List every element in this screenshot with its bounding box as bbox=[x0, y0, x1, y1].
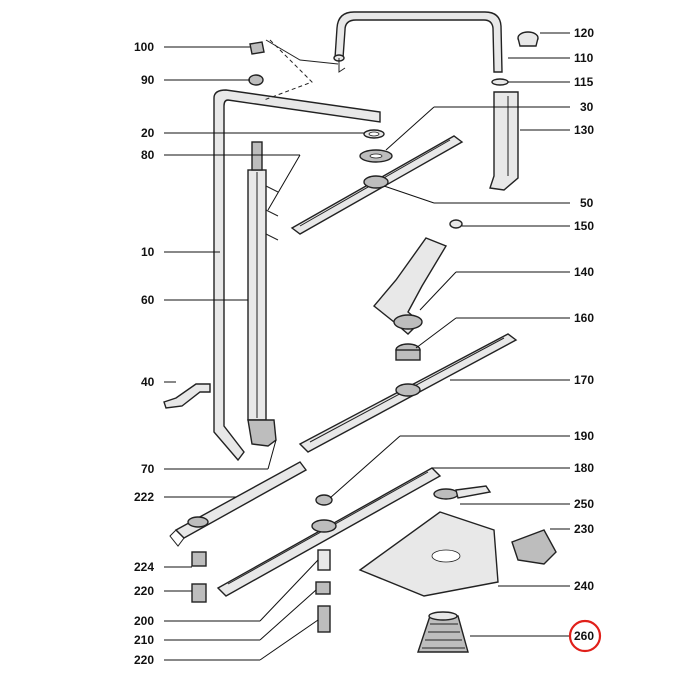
part-250-filter-cup bbox=[433, 485, 492, 500]
part-190-ring bbox=[315, 494, 333, 506]
label-120: 120 bbox=[574, 26, 594, 40]
part-240-filter-plate bbox=[358, 511, 499, 597]
label-80: 80 bbox=[141, 148, 155, 162]
part-200-spindle bbox=[317, 549, 331, 571]
label-240: 240 bbox=[574, 579, 594, 593]
label-70: 70 bbox=[141, 462, 155, 476]
label-220-upper: 220 bbox=[134, 584, 154, 598]
part-224-bushing bbox=[191, 551, 207, 567]
label-210: 210 bbox=[134, 633, 154, 647]
part-100-clip bbox=[249, 39, 339, 101]
label-150: 150 bbox=[574, 219, 594, 233]
label-180: 180 bbox=[574, 461, 594, 475]
part-170-middle-spray-arm bbox=[298, 333, 518, 453]
label-230: 230 bbox=[574, 522, 594, 536]
part-50-upper-spray-arm bbox=[290, 135, 464, 235]
part-260-cone-filter bbox=[417, 611, 469, 653]
label-40: 40 bbox=[141, 375, 155, 389]
part-220-nut-lower bbox=[317, 605, 331, 633]
label-222: 222 bbox=[134, 490, 154, 504]
leader-lines bbox=[164, 32, 570, 661]
part-110-upper-pipe bbox=[333, 11, 503, 73]
part-40-hook bbox=[163, 383, 211, 409]
part-70-bottom-fitting bbox=[247, 419, 277, 447]
label-250: 250 bbox=[574, 497, 594, 511]
part-180-lower-spray-arm bbox=[216, 467, 442, 597]
label-110: 110 bbox=[574, 51, 594, 65]
label-140: 140 bbox=[574, 265, 594, 279]
part-60-vertical-tube bbox=[247, 141, 279, 421]
part-220-nut-upper bbox=[191, 583, 207, 603]
label-160: 160 bbox=[574, 311, 594, 325]
label-130: 130 bbox=[574, 123, 594, 137]
part-labels: 100 90 20 80 10 60 40 70 222 224 220 200… bbox=[134, 26, 602, 667]
part-160-nut bbox=[395, 343, 421, 361]
label-115: 115 bbox=[574, 75, 594, 89]
part-210-collar bbox=[315, 581, 331, 595]
label-170: 170 bbox=[574, 373, 594, 387]
part-140-elbow bbox=[373, 237, 448, 335]
label-10: 10 bbox=[141, 245, 155, 259]
label-190: 190 bbox=[574, 429, 594, 443]
part-150-ring bbox=[449, 219, 463, 229]
label-60: 60 bbox=[141, 293, 155, 307]
label-20: 20 bbox=[141, 126, 155, 140]
label-220-lower: 220 bbox=[134, 653, 154, 667]
part-10-feed-tube bbox=[213, 89, 381, 462]
label-224: 224 bbox=[134, 560, 154, 574]
label-30: 30 bbox=[580, 100, 594, 114]
label-90: 90 bbox=[141, 73, 155, 87]
highlight-circle bbox=[568, 619, 602, 653]
part-222-lower-arm bbox=[169, 461, 308, 547]
part-115-oring bbox=[491, 78, 509, 86]
label-260: 260 bbox=[574, 629, 594, 643]
label-200: 200 bbox=[134, 614, 154, 628]
part-120-cap bbox=[517, 31, 539, 47]
label-50: 50 bbox=[580, 196, 594, 210]
part-130-vertical-pipe bbox=[489, 91, 519, 191]
part-230-accessory bbox=[511, 529, 557, 565]
label-100: 100 bbox=[134, 40, 154, 54]
part-90-ring bbox=[248, 74, 264, 86]
